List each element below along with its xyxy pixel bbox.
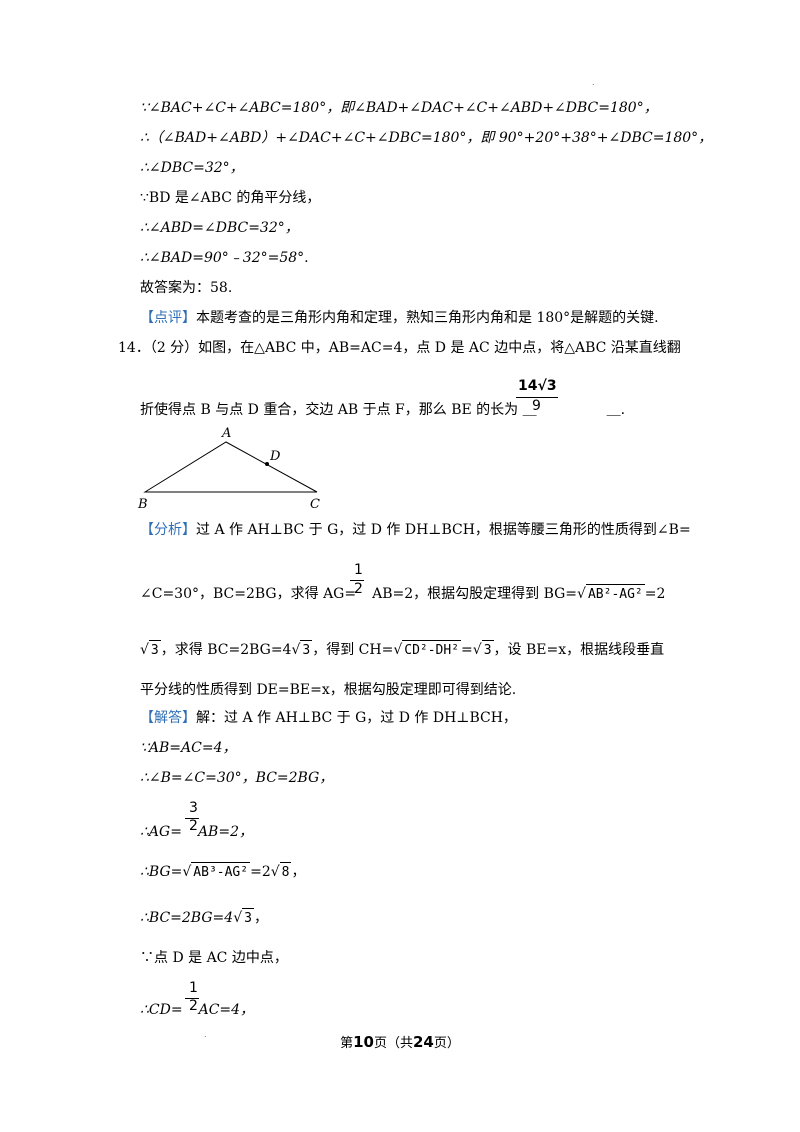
- sqrt-radicand: CD²-DH²: [402, 640, 462, 661]
- text: ，得到 CH=: [312, 642, 394, 658]
- fraction-numerator: 3: [189, 800, 198, 816]
- comment: 【点评】本题考查的是三角形内角和定理，熟知三角形内角和是 180°是解题的关键.: [140, 308, 659, 328]
- question-14-line1: 14．（2 分）如图，在△ABC 中，AB=AC=4，点 D 是 AC 边中点，…: [118, 340, 681, 356]
- line2-before: 折使得点 B 与点 D 重合，交边 AB 于点 F，那么 BE 的长为 ＿: [140, 402, 537, 418]
- text-line: 故答案为：58.: [140, 280, 233, 296]
- sqrt-sign: √: [393, 642, 403, 658]
- comment-tag: 【点评】: [140, 310, 196, 326]
- page-footer: 第10页（共24页）: [0, 1032, 800, 1051]
- text: ∴BC=2BG=4: [140, 910, 234, 926]
- question-14-line2: 折使得点 B 与点 D 重合，交边 AB 于点 F，那么 BE 的长为 ＿ ＿.: [140, 400, 625, 420]
- analysis-line4: 平分线的性质得到 DE=BE=x，根据勾股定理即可得到结论.: [140, 682, 517, 698]
- text: ∴CD=: [140, 1002, 183, 1018]
- text: ∴BG=: [140, 864, 183, 880]
- speck: .: [592, 78, 595, 87]
- triangle-abc: [143, 441, 318, 493]
- text: =: [461, 642, 473, 658]
- text: 解：过 A 作 AH⊥BC 于 G，过 D 作 DH⊥BCH，: [196, 710, 517, 726]
- text: AB=2，: [197, 824, 253, 840]
- fraction-bar: [185, 998, 199, 999]
- analysis-line1: 【分析】过 A 作 AH⊥BC 于 G，过 D 作 DH⊥BCH，根据等腰三角形…: [140, 520, 691, 540]
- sqrt-sign: √: [577, 586, 586, 602]
- answer-denominator: 9: [532, 398, 541, 414]
- solution-tag: 【解答】: [140, 710, 196, 726]
- footer-text: 页（共: [373, 1036, 413, 1051]
- text: ∠C=30°，BC=2BG，求得 AG=: [140, 586, 357, 602]
- analysis-line3: √3，求得 BC=2BG=4√3，得到 CH=√CD²-DH²=√3，设 BE=…: [140, 640, 664, 661]
- analysis-text: 过 A 作 AH⊥BC 于 G，过 D 作 DH⊥BCH，根据等腰三角形的性质得…: [196, 522, 691, 538]
- text: AB=2，根据勾股定理得到 BG=: [372, 586, 578, 602]
- analysis-tag: 【分析】: [140, 522, 196, 538]
- text-line: ∴∠ABD=∠DBC=32°，: [140, 220, 299, 236]
- sqrt-radicand: 3: [481, 640, 494, 661]
- fraction-denominator: 2: [189, 818, 198, 834]
- comment-text: 本题考查的是三角形内角和定理，熟知三角形内角和是 180°是解题的关键.: [196, 310, 659, 326]
- line2-after: ＿.: [606, 402, 626, 418]
- solution-line6: ∴BC=2BG=4√3，: [140, 908, 268, 929]
- solution-line4: ∴AG= AB=2，: [140, 822, 253, 842]
- label-d: D: [269, 449, 281, 464]
- solution-line7: ∵点 D 是 AC 边中点，: [140, 950, 288, 966]
- page-total: 24: [413, 1033, 434, 1051]
- footer-text: 第: [340, 1036, 354, 1051]
- text-line: ∴∠DBC=32°，: [140, 160, 244, 176]
- speck: .: [204, 1030, 207, 1039]
- text: ，设 BE=x，根据线段垂直: [493, 642, 665, 658]
- sqrt-radicand: AB³-AG²: [191, 862, 251, 883]
- text: =2: [644, 586, 666, 602]
- solution-line2: ∵AB=AC=4，: [140, 740, 237, 756]
- fraction-numerator: 1: [354, 562, 363, 578]
- sqrt-radicand: AB²-AG²: [585, 584, 645, 605]
- sqrt-sign: √: [233, 910, 243, 926]
- solution-line5: ∴BG=√AB³-AG²=2√8，: [140, 862, 305, 883]
- page-number: 10: [353, 1033, 374, 1051]
- text: =2: [250, 864, 271, 880]
- answer-numerator: 14√3: [518, 378, 557, 394]
- text-line: ∴∠BAD=90°﹣32°=58°.: [140, 250, 309, 266]
- label-b: B: [137, 497, 148, 512]
- fraction-bar: [185, 818, 199, 819]
- sqrt-sign: √: [270, 864, 280, 880]
- solution-line1: 【解答】解：过 A 作 AH⊥BC 于 G，过 D 作 DH⊥BCH，: [140, 708, 517, 728]
- point-d: [265, 462, 269, 466]
- sqrt-sign: √: [472, 642, 482, 658]
- sqrt-sign: √: [291, 642, 301, 658]
- sqrt-sign: √: [140, 642, 149, 658]
- text: ，: [253, 910, 268, 926]
- label-c: C: [310, 497, 320, 512]
- text: ，: [291, 864, 306, 880]
- text-line: ∵BD 是∠ABC 的角平分线，: [140, 190, 321, 206]
- fraction-denominator: 2: [189, 998, 198, 1014]
- sqrt-radicand: 3: [300, 640, 313, 661]
- sqrt-radicand: 3: [242, 908, 254, 929]
- solution-line8: ∴CD= AC=4，: [140, 1000, 254, 1020]
- fraction-bar: [350, 580, 364, 581]
- fraction-denominator: 2: [354, 581, 363, 597]
- text-line: ∵∠BAC+∠C+∠ABC=180°，即∠BAD+∠DAC+∠C+∠ABD+∠D…: [140, 100, 658, 116]
- solution-line3: ∴∠B=∠C=30°，BC=2BG，: [140, 770, 334, 786]
- text-line: ∴（∠BAD+∠ABD）+∠DAC+∠C+∠DBC=180°，即 90°+20°…: [140, 130, 713, 146]
- sqrt-radicand: 8: [279, 862, 292, 883]
- fraction-numerator: 1: [189, 980, 198, 996]
- analysis-line2: ∠C=30°，BC=2BG，求得 AG= AB=2，根据勾股定理得到 BG=√AB…: [140, 584, 665, 605]
- triangle-figure: A B C D: [137, 426, 320, 512]
- label-a: A: [221, 426, 231, 441]
- sqrt-sign: √: [182, 864, 192, 880]
- text: ，求得 BC=2BG=4: [160, 642, 292, 658]
- answer-fraction-bar: [516, 397, 558, 398]
- sqrt-radicand: 3: [148, 640, 161, 661]
- footer-text: 页）: [433, 1036, 460, 1051]
- text: AC=4，: [198, 1002, 255, 1018]
- text: ∴AG=: [140, 824, 182, 840]
